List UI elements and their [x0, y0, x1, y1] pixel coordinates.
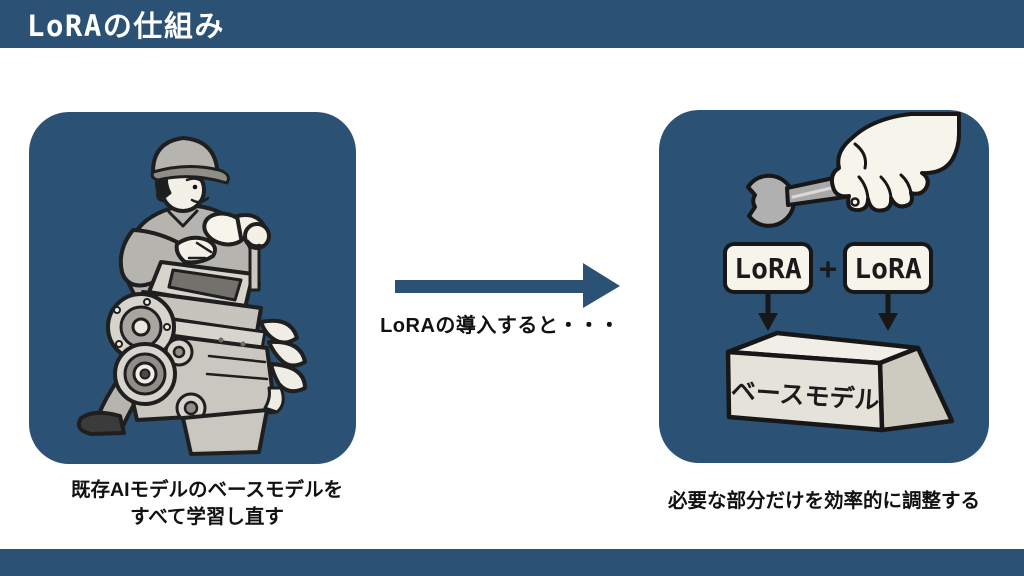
right-image-panel: LoRA + LoRA ベースモデル: [659, 110, 989, 463]
arrow-label: LoRAの導入すると・・・: [380, 315, 620, 337]
right-caption: 必要な部分だけを効率的に調整する: [667, 490, 980, 512]
left-caption-line1: 既存AIモデルのベースモデルを: [70, 479, 344, 501]
left-image-panel: [29, 112, 356, 464]
hand-icon: [829, 112, 961, 213]
lora-box-right-label: LoRA: [854, 252, 922, 285]
title-bar: LoRAの仕組み: [0, 0, 1024, 48]
footer-bar: [0, 549, 1024, 576]
page-title: LoRAの仕組み: [27, 9, 225, 43]
wrench-lora-illustration: LoRA + LoRA ベースモデル: [723, 112, 961, 433]
plus-sign: +: [819, 252, 837, 287]
wrench-icon: [746, 173, 796, 228]
lora-box-left-label: LoRA: [734, 252, 802, 285]
left-caption-line2: すべて学習し直す: [130, 506, 284, 528]
transition-arrow-icon: [390, 258, 630, 314]
base-model-box: [725, 330, 955, 433]
mechanic-engine-illustration: [77, 136, 307, 456]
left-caption: 既存AIモデルのベースモデルを すべて学習し直す: [22, 477, 392, 531]
